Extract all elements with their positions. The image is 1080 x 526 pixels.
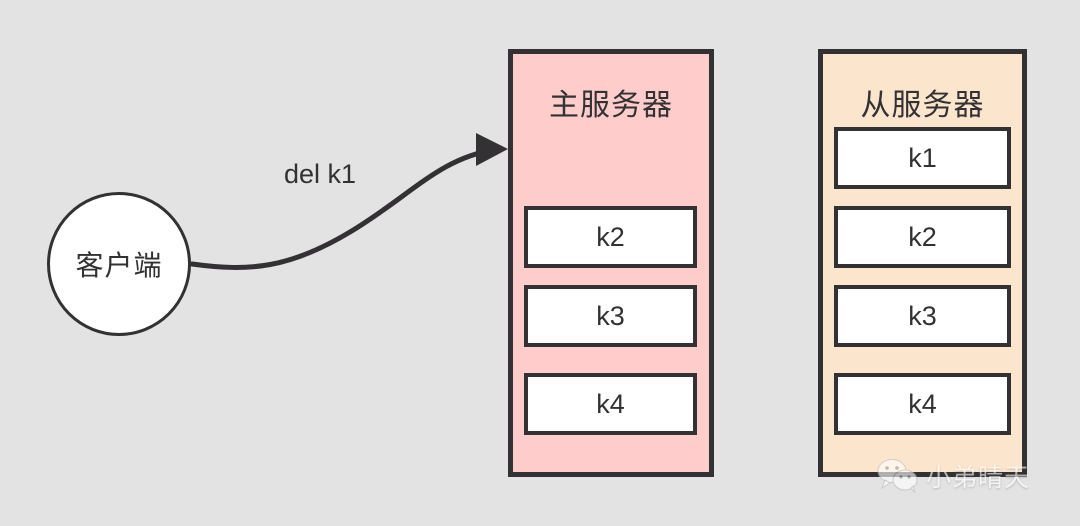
slave-key-k2[interactable]: k2 bbox=[834, 206, 1011, 268]
slave-server-title: 从服务器 bbox=[860, 89, 985, 122]
client-label: 客户端 bbox=[75, 250, 163, 281]
slave-key-k4-label: k4 bbox=[908, 388, 937, 419]
client-node[interactable]: 客户端 bbox=[47, 192, 191, 336]
slave-key-k1-label: k1 bbox=[908, 142, 937, 173]
master-key-k3[interactable]: k3 bbox=[524, 285, 697, 347]
master-key-k2-label: k2 bbox=[596, 221, 625, 252]
master-key-k3-label: k3 bbox=[596, 300, 625, 331]
slave-server-box[interactable]: 从服务器 k1 k2 k3 k4 bbox=[818, 49, 1027, 477]
slave-key-k2-label: k2 bbox=[908, 221, 937, 252]
master-server-box[interactable]: 主服务器 k2 k3 k4 bbox=[508, 49, 714, 477]
slave-key-k1[interactable]: k1 bbox=[834, 127, 1011, 189]
slave-key-k4[interactable]: k4 bbox=[834, 373, 1011, 435]
slave-key-k3-label: k3 bbox=[908, 300, 937, 331]
master-key-k2[interactable]: k2 bbox=[524, 206, 697, 268]
master-key-k4-label: k4 bbox=[596, 388, 625, 419]
master-server-title: 主服务器 bbox=[549, 89, 673, 122]
master-key-k4[interactable]: k4 bbox=[524, 373, 697, 435]
edge-path-client-to-master bbox=[189, 147, 497, 270]
slave-key-k3[interactable]: k3 bbox=[834, 285, 1011, 347]
edge-label-del-k1: del k1 bbox=[284, 159, 357, 189]
arrowhead-icon bbox=[476, 133, 508, 166]
